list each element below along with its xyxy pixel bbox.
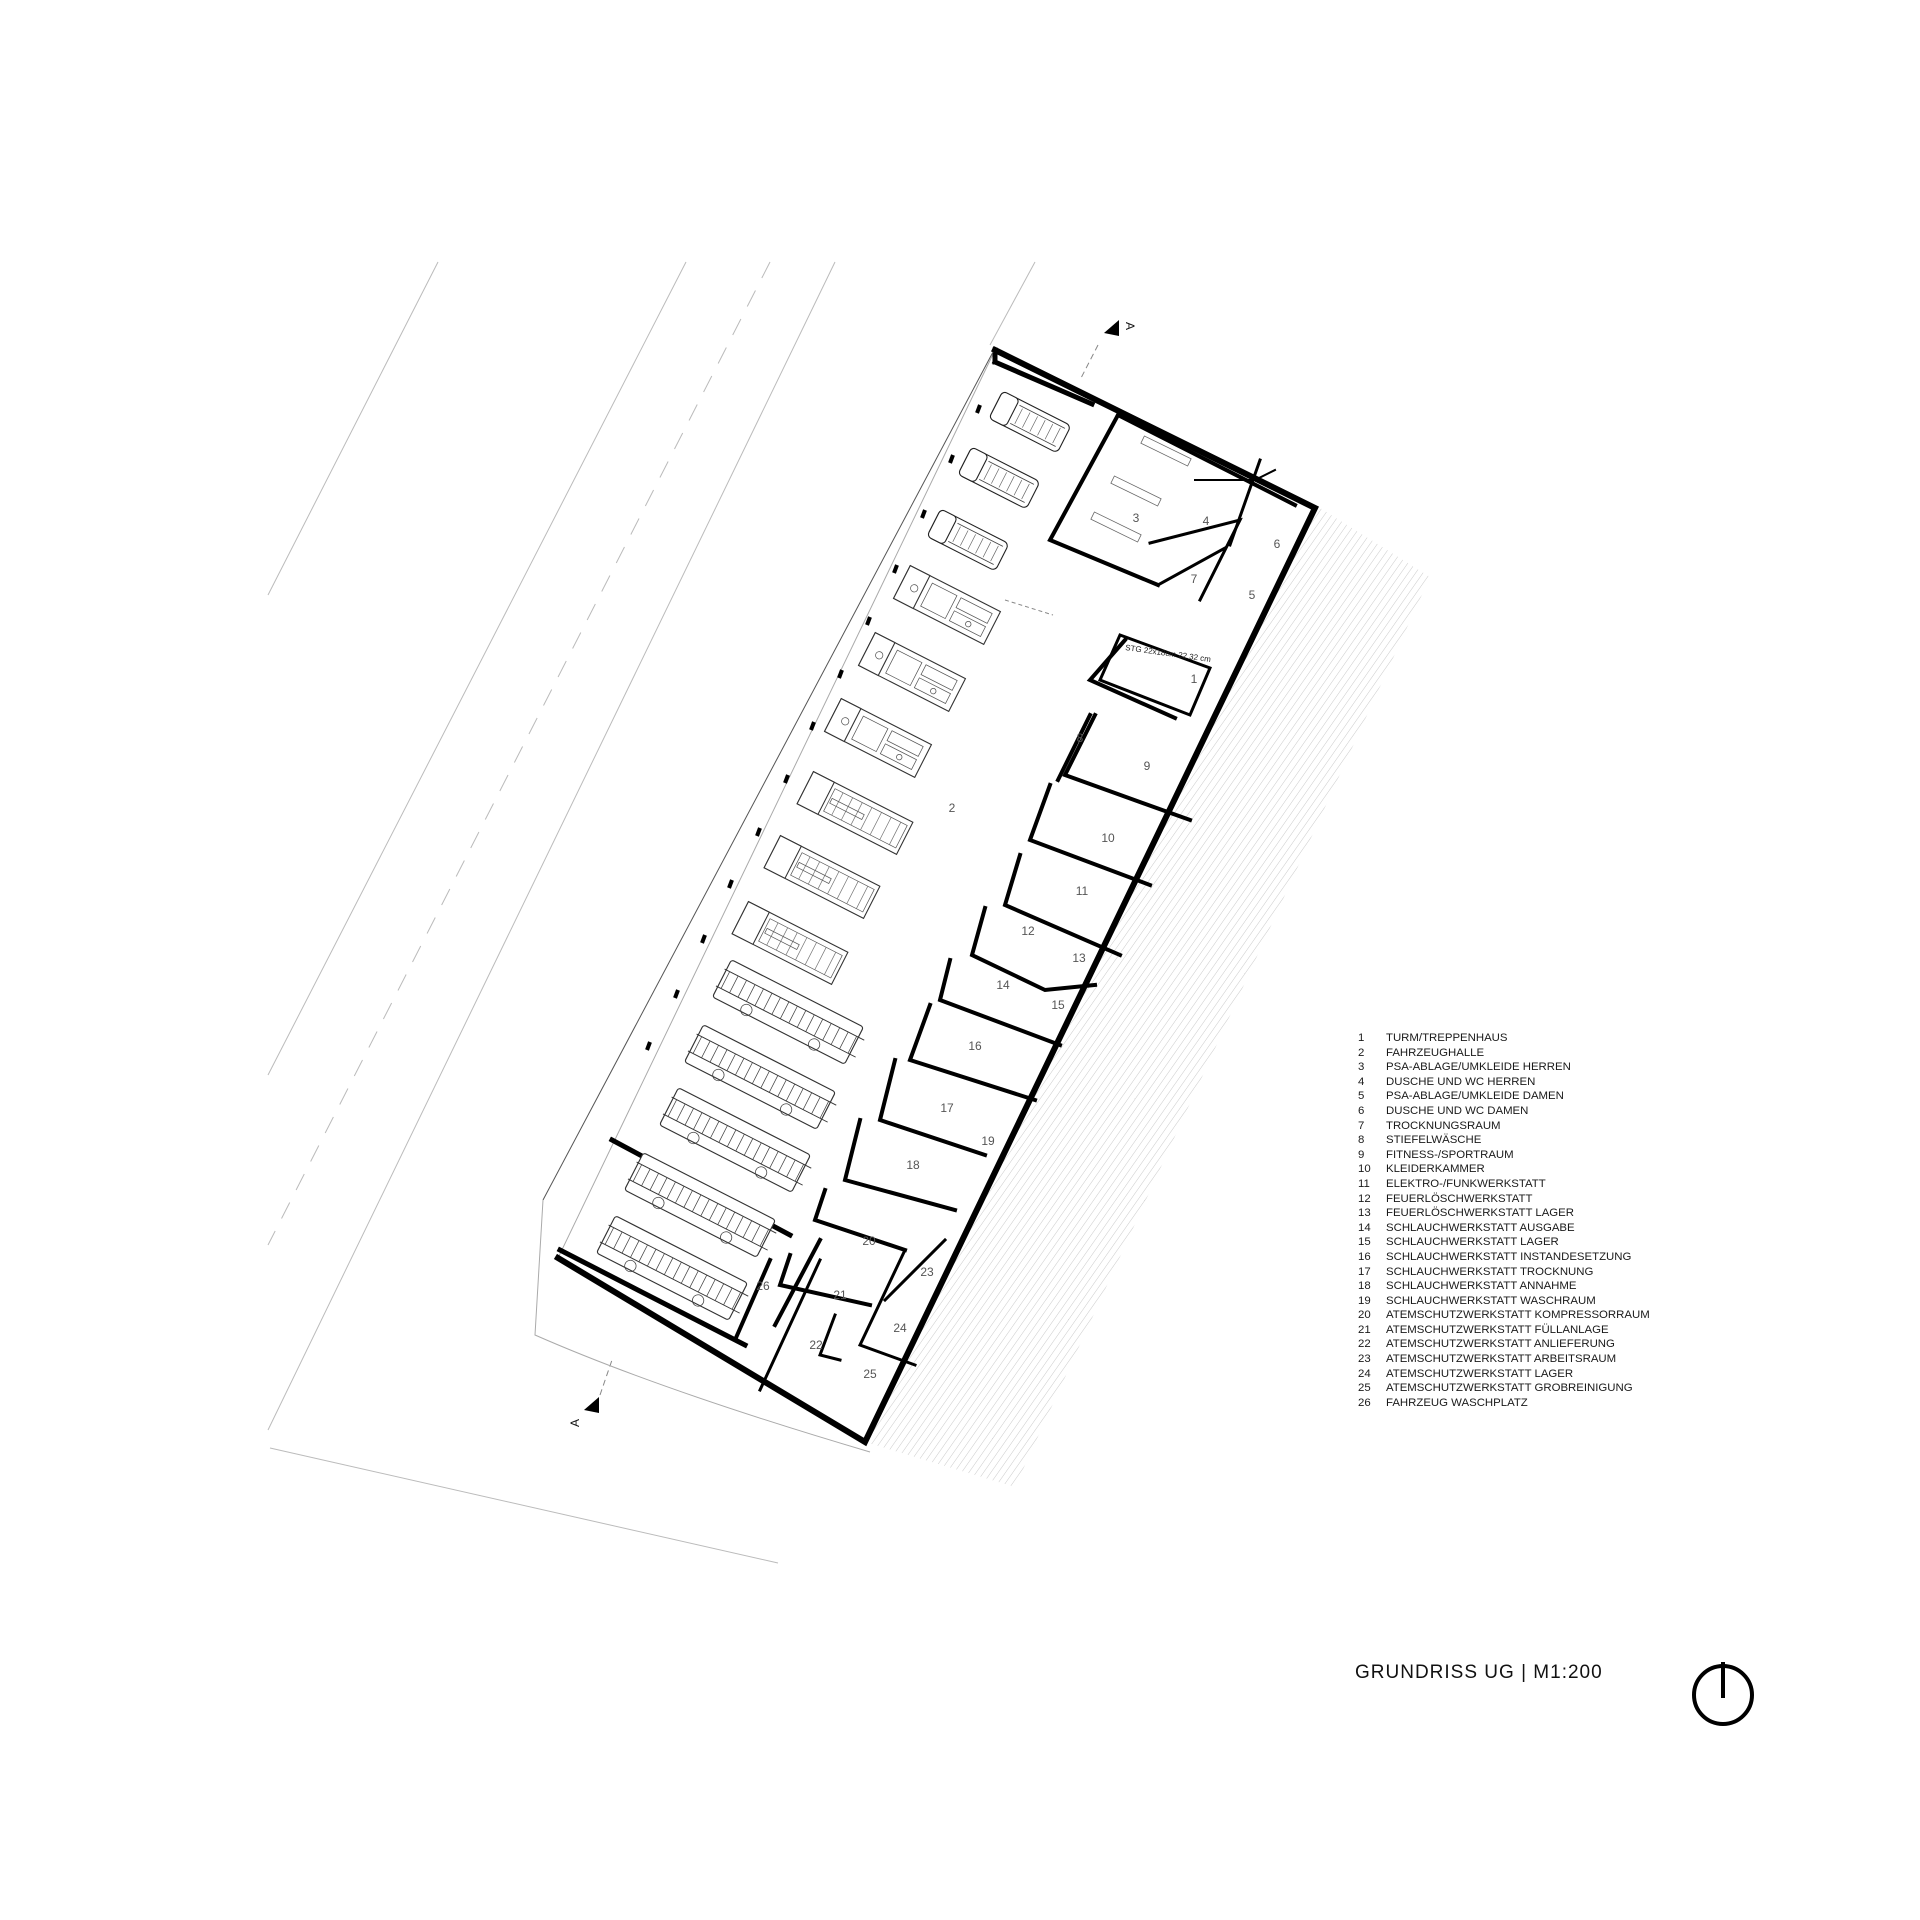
room-number-16: 16 <box>968 1039 982 1053</box>
room-number-10: 10 <box>1101 831 1115 845</box>
room-number-24: 24 <box>893 1321 907 1335</box>
west-boundary <box>542 351 1054 1201</box>
room-number-19: 19 <box>981 1134 995 1148</box>
section-letter-bottom: A <box>568 1419 582 1427</box>
room-number-2: 2 <box>949 801 956 815</box>
access-path <box>534 1199 871 1453</box>
drawing-scale: M1:200 <box>1533 1662 1603 1683</box>
room-number-18: 18 <box>906 1158 920 1172</box>
room-number-9: 9 <box>1144 759 1151 773</box>
soil-hatch <box>865 508 1430 1487</box>
room-number-26: 26 <box>756 1279 770 1293</box>
section-letter-top: A <box>1123 322 1137 330</box>
room-number-1: 1 <box>1191 672 1198 686</box>
locker-rows <box>1090 435 1192 543</box>
room-number-12: 12 <box>1021 924 1035 938</box>
room-number-13: 13 <box>1072 951 1086 965</box>
room-number-21: 21 <box>833 1288 847 1302</box>
road-lines <box>267 261 1036 1564</box>
room-number-22: 22 <box>809 1338 823 1352</box>
room-numbers: 1 2 3 4 5 6 7 8 9 10 11 12 13 14 15 16 1… <box>756 511 1280 1381</box>
section-marker-top: A <box>1079 320 1137 381</box>
room-number-3: 3 <box>1133 511 1140 525</box>
drawing-title: GRUNDRISS UG | M1:200 <box>1355 1662 1603 1684</box>
drawing-title-text: GRUNDRISS UG <box>1355 1662 1515 1683</box>
north-arrow-icon <box>1692 1662 1754 1726</box>
room-number-15: 15 <box>1051 998 1065 1012</box>
room-number-20: 20 <box>862 1234 876 1248</box>
room-number-5: 5 <box>1249 588 1256 602</box>
room-number-4: 4 <box>1203 514 1210 528</box>
room-number-7: 7 <box>1191 572 1198 586</box>
room-number-14: 14 <box>996 978 1010 992</box>
section-marker-bottom: A <box>568 1359 613 1427</box>
room-number-11: 11 <box>1076 884 1089 898</box>
room-number-25: 25 <box>863 1367 877 1381</box>
title-separator: | <box>1521 1662 1528 1683</box>
room-number-8: 8 <box>1077 731 1084 745</box>
room-number-6: 6 <box>1274 537 1281 551</box>
room-number-23: 23 <box>920 1265 934 1279</box>
walls <box>553 345 1319 1447</box>
room-number-17: 17 <box>940 1101 954 1115</box>
